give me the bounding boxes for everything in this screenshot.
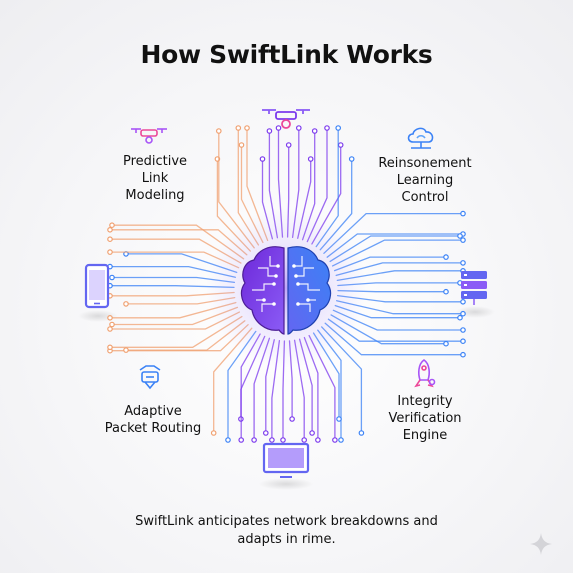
circuit-node (338, 437, 344, 443)
circuit-node (358, 430, 365, 436)
caption-line: adapts in rime. (237, 532, 336, 547)
circuit-node (460, 210, 466, 217)
circuit-node (307, 156, 314, 162)
circuit-node (460, 338, 466, 345)
circuit-node (269, 437, 275, 443)
circuit-node (251, 437, 257, 443)
integrity-verification-engine-label: Integrity Verification Engine (375, 393, 475, 444)
circuit-node (107, 236, 113, 243)
circuit-node (460, 310, 466, 317)
circuit-node (238, 437, 245, 443)
circuit-node (443, 254, 449, 260)
circuit-node (107, 326, 113, 332)
circuit-node (109, 274, 115, 281)
drone-icon (131, 128, 167, 144)
circuit-node (309, 430, 315, 436)
label-line: Reinsonement (378, 156, 472, 171)
circuit-node (210, 430, 217, 436)
monitor-shadow (258, 478, 314, 490)
circuit-node (460, 327, 466, 333)
circuit-node (332, 437, 338, 443)
circuit-node (275, 125, 282, 131)
circuit-node (460, 260, 466, 266)
circuit-node (123, 301, 129, 307)
circuit-node (301, 437, 308, 443)
label-line: Control (401, 190, 449, 205)
circuit-node (235, 125, 242, 131)
label-line: Integrity (397, 394, 453, 409)
sparkle-icon (530, 533, 552, 555)
circuit-node (238, 142, 245, 148)
circuit-node (107, 249, 113, 255)
circuit-node (348, 156, 355, 162)
circuit-node (460, 237, 466, 243)
caption-line: SwiftLink anticipates network breakdowns… (135, 514, 438, 529)
circuit-node (295, 125, 302, 131)
label-line: Adaptive (124, 404, 182, 419)
circuit-node (311, 128, 318, 134)
label-line: Link (141, 171, 169, 186)
brain-icon (240, 246, 332, 335)
circuit-node (335, 125, 342, 131)
circuit-node (280, 437, 286, 443)
circuit-node (266, 128, 273, 134)
label-line: Modeling (125, 188, 185, 203)
circuit-node (285, 142, 292, 148)
label-line: Predictive (122, 154, 188, 169)
circuit-node (443, 288, 449, 295)
circuit-node (225, 437, 231, 443)
circuit-node (336, 416, 342, 422)
caption: SwiftLink anticipates network breakdowns… (95, 513, 478, 549)
circuit-node (262, 430, 269, 436)
router-icon (139, 365, 161, 390)
circuit-node (109, 222, 115, 229)
circuit-node (457, 233, 463, 239)
cloud-network-icon (407, 127, 434, 149)
circuit-node (324, 125, 330, 131)
page-title: How SwiftLink Works (140, 40, 433, 69)
monitor-icon (262, 442, 310, 478)
circuit-node (460, 298, 466, 305)
label-line: Verification (388, 411, 462, 426)
circuit-node (443, 340, 449, 347)
reinforcement-learning-control-label: Reinsonement Learning Control (365, 155, 485, 206)
smartphone-icon (84, 263, 110, 309)
label-line: Engine (402, 428, 448, 443)
server-icon (461, 271, 487, 305)
drone-icon (262, 109, 310, 129)
circuit-node (337, 142, 344, 148)
adaptive-packet-routing-label: Adaptive Packet Routing (98, 403, 208, 437)
circuit-node (107, 314, 113, 321)
circuit-node (107, 227, 113, 233)
circuit-node (259, 156, 266, 162)
label-line: Learning (396, 173, 454, 188)
circuit-node (216, 128, 222, 134)
circuit-node (107, 344, 113, 351)
circuit-node (289, 416, 295, 422)
brain-glow (206, 208, 366, 368)
circuit-node (123, 347, 129, 353)
circuit-node (109, 321, 115, 328)
circuit-node (460, 351, 466, 358)
label-line: Packet Routing (104, 421, 202, 436)
rocket-icon (414, 359, 436, 388)
circuit-node (315, 437, 321, 443)
predictive-link-modeling-label: Predictive Link Modeling (110, 153, 200, 204)
circuit-node (244, 125, 250, 131)
circuit-node (457, 314, 463, 321)
